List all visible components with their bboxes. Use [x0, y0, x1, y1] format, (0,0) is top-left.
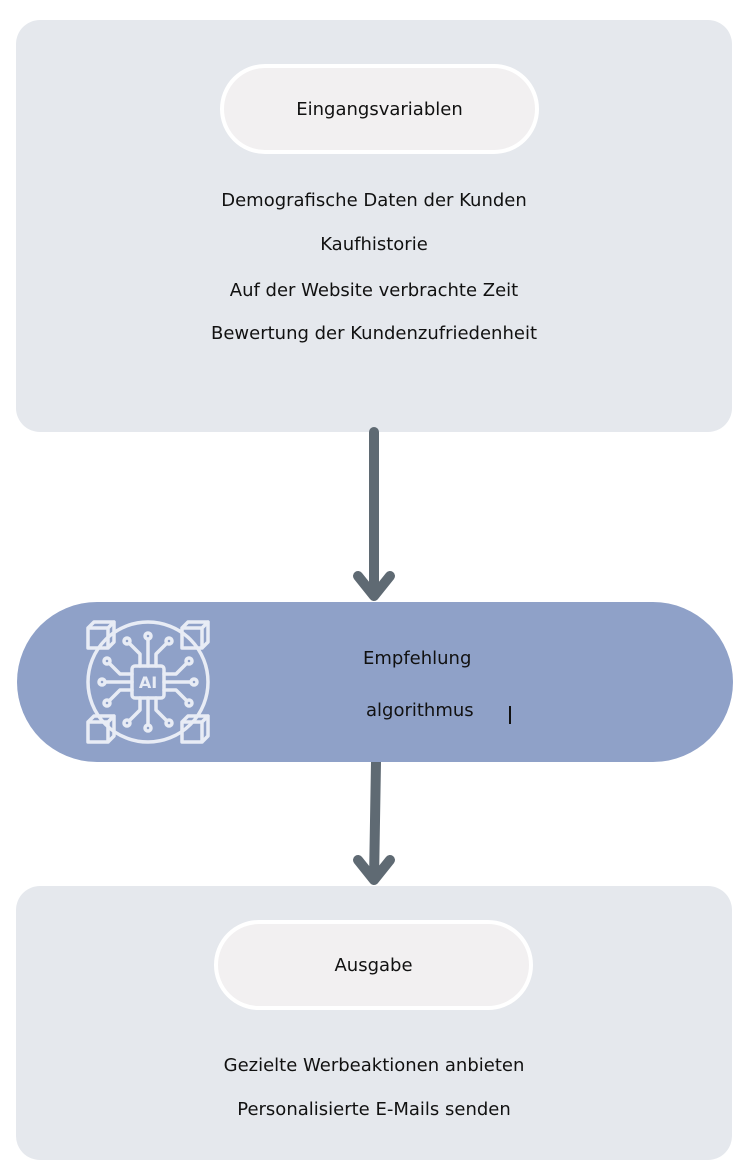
- ai-chip-label: AI: [139, 673, 157, 692]
- arrow-algorithm-to-output: [353, 757, 395, 885]
- output-item-promotions: Gezielte Werbeaktionen anbieten: [223, 1055, 525, 1076]
- input-item-time-on-site: Auf der Website verbrachte Zeit: [229, 280, 519, 301]
- arrow-input-to-algorithm: [353, 427, 395, 601]
- input-item-purchase-history: Kaufhistorie: [320, 234, 428, 255]
- input-title-pill: Eingangsvariablen: [220, 64, 539, 154]
- algorithm-title-line1: Empfehlung: [363, 648, 472, 669]
- output-title: Ausgabe: [334, 954, 413, 976]
- text-cursor: [509, 706, 511, 724]
- ai-chip-icon: AI: [86, 620, 210, 744]
- algorithm-band: [17, 602, 733, 762]
- input-item-satisfaction: Bewertung der Kundenzufriedenheit: [210, 323, 537, 344]
- output-title-pill: Ausgabe: [214, 920, 533, 1010]
- algorithm-title-line2: algorithmus: [366, 700, 474, 721]
- input-item-demographics: Demografische Daten der Kunden: [221, 190, 527, 211]
- input-title: Eingangsvariablen: [296, 98, 463, 120]
- output-item-emails: Personalisierte E-Mails senden: [237, 1099, 511, 1120]
